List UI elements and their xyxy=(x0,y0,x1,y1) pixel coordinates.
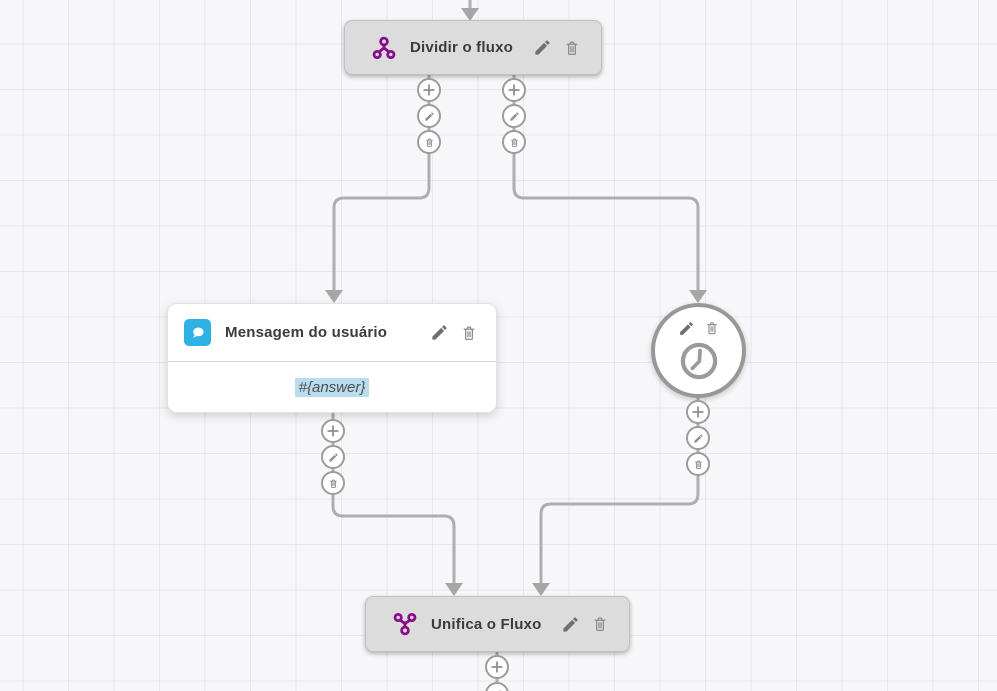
delete-connector-button[interactable] xyxy=(417,130,441,154)
node-title: Dividir o fluxo xyxy=(410,39,514,56)
split-icon xyxy=(371,35,397,61)
node-user-message[interactable]: Mensagem do usuário xyxy=(167,303,497,413)
edit-connector-button[interactable] xyxy=(502,104,526,128)
edit-node-button[interactable] xyxy=(678,320,695,337)
trash-icon xyxy=(510,137,518,147)
edit-node-button[interactable] xyxy=(561,615,580,634)
node-divider xyxy=(168,361,496,362)
plus-icon xyxy=(692,406,704,418)
trash-icon xyxy=(566,41,578,55)
edit-node-button[interactable] xyxy=(430,323,449,342)
delete-node-button[interactable] xyxy=(591,615,609,633)
edit-connector-button[interactable] xyxy=(417,104,441,128)
add-step-button[interactable] xyxy=(321,419,345,443)
plus-icon xyxy=(491,661,503,673)
merge-icon xyxy=(392,611,418,637)
chat-bubble-icon xyxy=(184,319,211,346)
node-title: Mensagem do usuário xyxy=(225,324,388,341)
trash-icon xyxy=(706,322,717,335)
delete-connector-button[interactable] xyxy=(686,452,710,476)
clock-icon xyxy=(678,340,720,382)
node-merge-flow[interactable]: Unifica o Fluxo xyxy=(365,596,630,652)
add-step-button[interactable] xyxy=(417,78,441,102)
pencil-icon xyxy=(432,325,447,340)
trash-icon xyxy=(425,137,433,147)
delete-connector-button[interactable] xyxy=(502,130,526,154)
trash-icon xyxy=(463,326,475,340)
plus-icon xyxy=(327,425,339,437)
plus-icon xyxy=(508,84,520,96)
edit-connector-button[interactable] xyxy=(686,426,710,450)
delete-node-button[interactable] xyxy=(563,39,581,57)
add-step-button[interactable] xyxy=(502,78,526,102)
add-step-button[interactable] xyxy=(485,655,509,679)
edit-connector-button[interactable] xyxy=(321,445,345,469)
add-step-button[interactable] xyxy=(686,400,710,424)
node-timer[interactable] xyxy=(651,303,746,398)
trash-icon xyxy=(694,459,702,469)
delete-connector-button[interactable] xyxy=(321,471,345,495)
pencil-icon xyxy=(328,452,338,462)
pencil-icon xyxy=(693,433,703,443)
node-title: Unifica o Fluxo xyxy=(431,615,542,633)
pencil-icon xyxy=(535,40,550,55)
node-split-flow[interactable]: Dividir o fluxo xyxy=(344,20,602,75)
pencil-icon xyxy=(424,111,434,121)
delete-node-button[interactable] xyxy=(704,320,720,336)
trash-icon xyxy=(329,478,337,488)
delete-node-button[interactable] xyxy=(460,324,478,342)
pencil-icon xyxy=(679,321,693,335)
message-variable: #{answer} xyxy=(294,377,370,397)
pencil-icon xyxy=(509,111,519,121)
edit-node-button[interactable] xyxy=(533,38,552,57)
trash-icon xyxy=(594,617,606,632)
pencil-icon xyxy=(563,616,578,632)
plus-icon xyxy=(423,84,435,96)
